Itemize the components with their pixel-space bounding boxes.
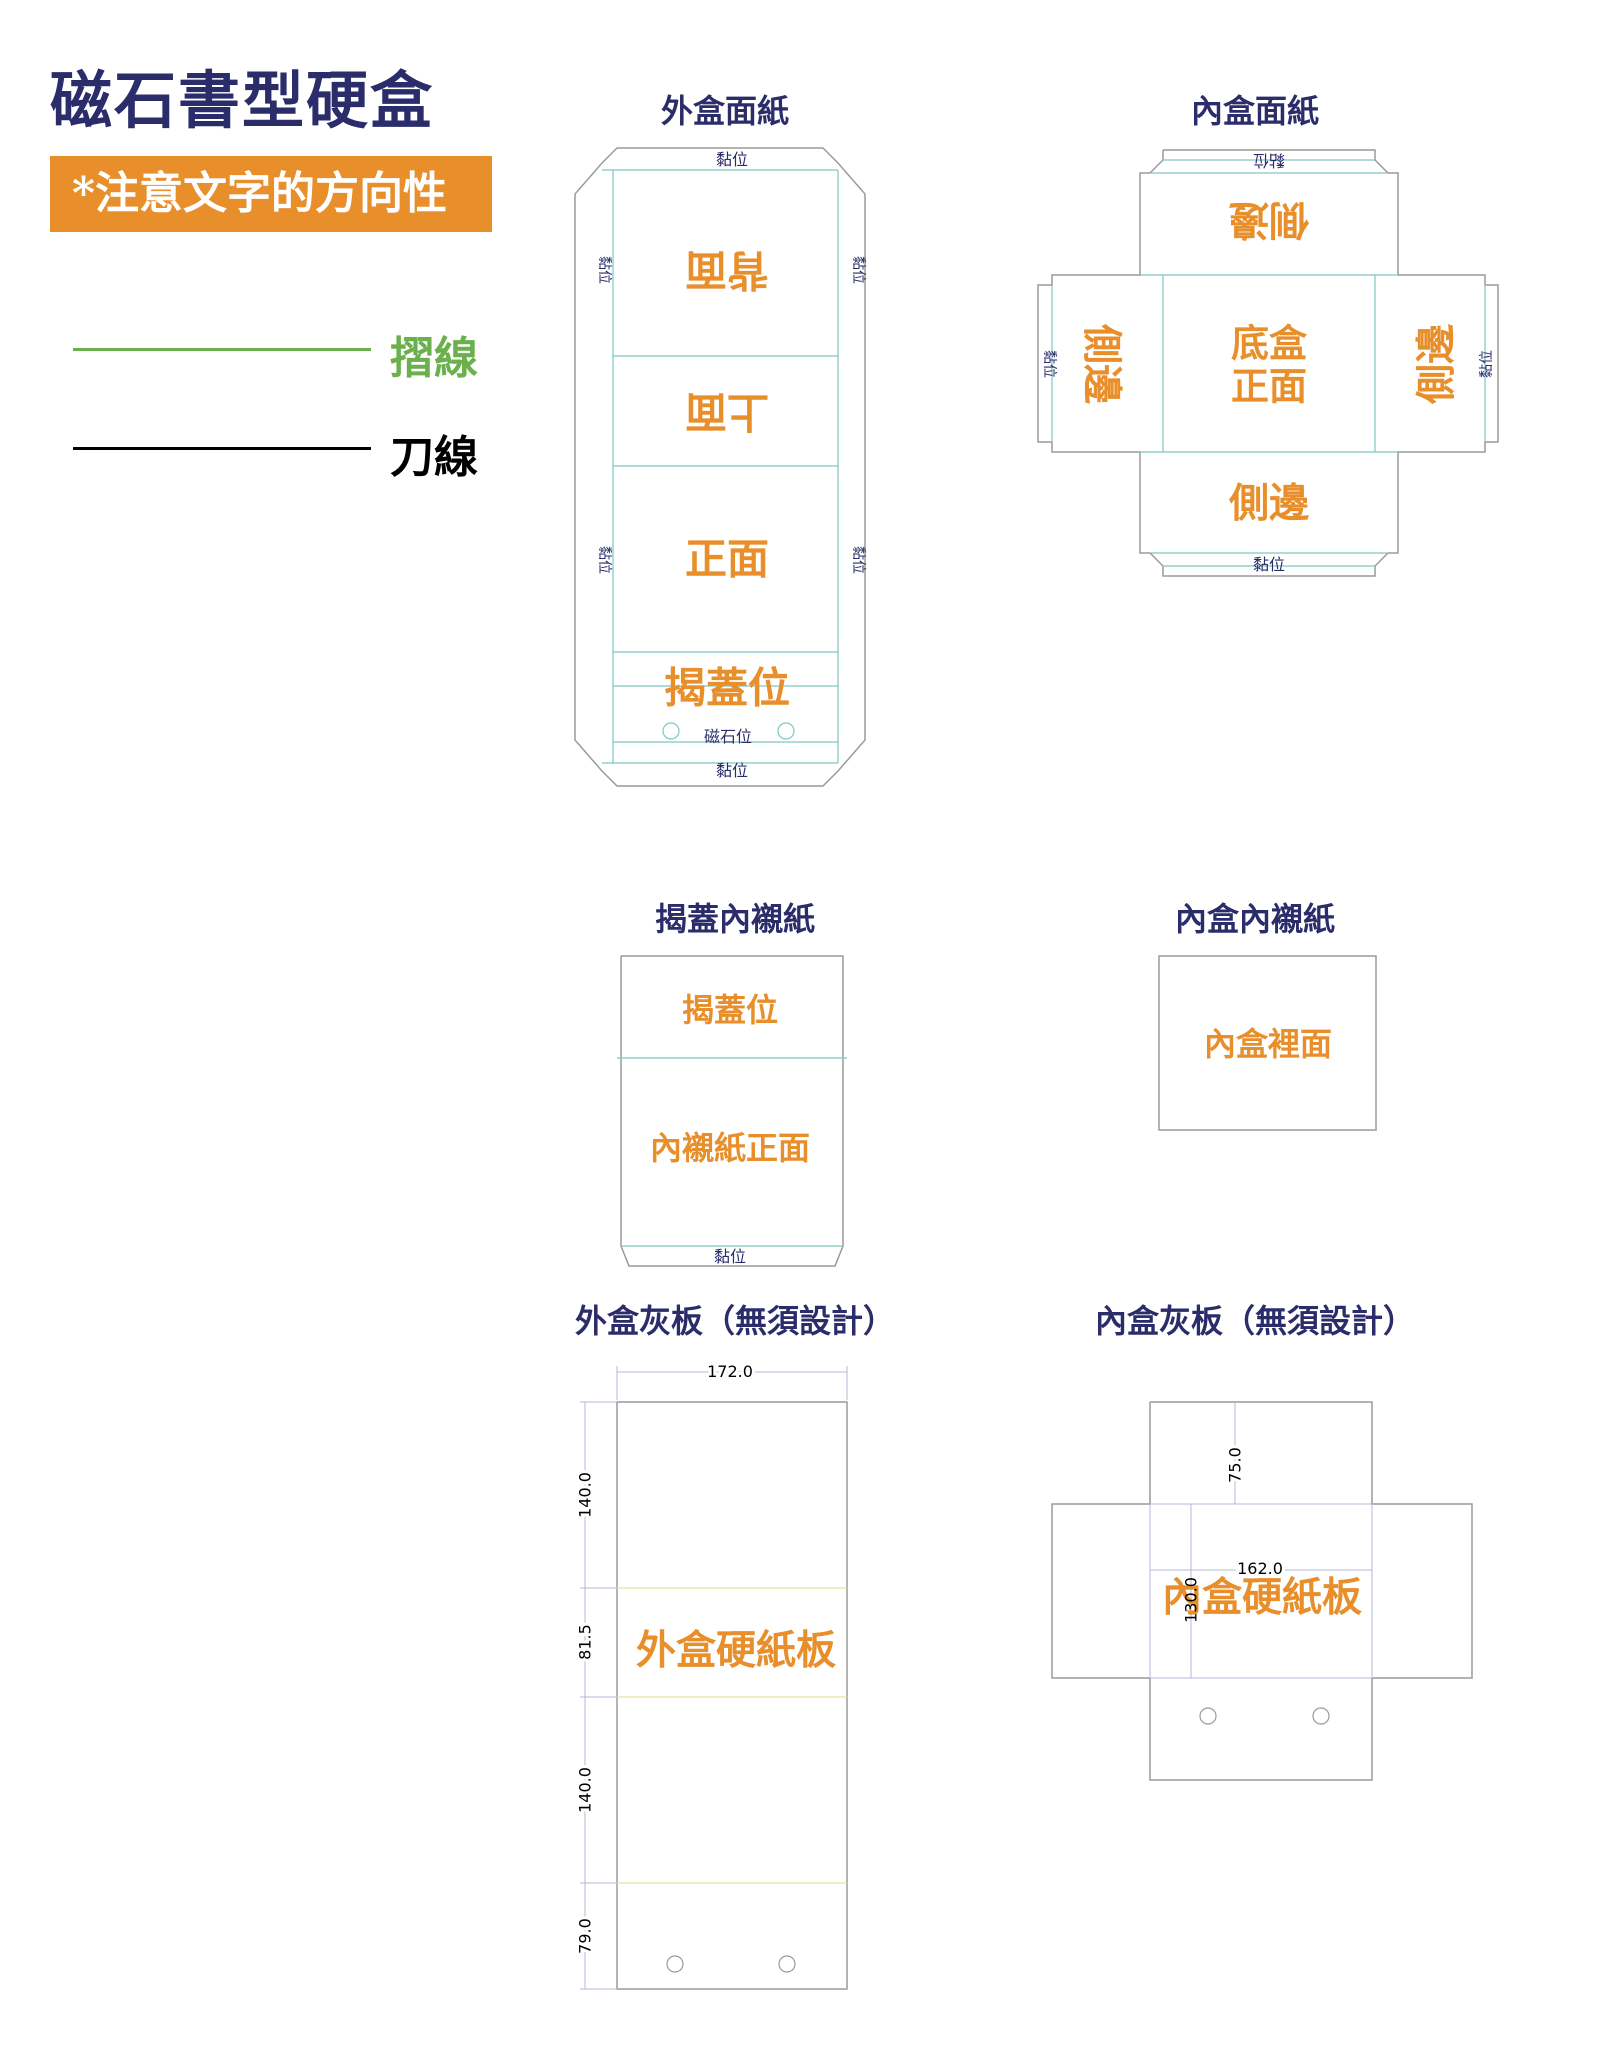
inner-bottom-glue-label: 黏位: [1253, 555, 1285, 574]
outer-board-heading: 外盒灰板（無須設計）: [574, 1302, 895, 1340]
outer-board-outline: [616, 1401, 848, 1990]
inner-base-label-line1: 底盒: [1231, 321, 1308, 366]
outer-board-width-dim: 172.0: [707, 1362, 753, 1381]
inner-face-heading: 內盒面紙: [1190, 92, 1319, 130]
outer-left-glue-label-upper: 黏位: [596, 256, 612, 284]
direction-note-badge: *注意文字的方向性: [50, 156, 492, 232]
outer-board-magnet-hole-right: [778, 1955, 796, 1973]
inner-board-height-dim: 130.0: [1182, 1577, 1201, 1623]
outer-magnet-label: 磁石位: [704, 727, 752, 746]
inner-lining-inside-label: 內盒裡面: [1204, 1025, 1332, 1063]
fold-line-legend-swatch: [73, 348, 371, 351]
inner-board-top-dim: 75.0: [1226, 1447, 1245, 1483]
outer-flap-panel-label: 揭蓋位: [664, 664, 790, 713]
inner-side-right-label: 側邊: [1413, 323, 1460, 405]
inner-lining-heading: 內盒內襯紙: [1174, 900, 1335, 938]
inner-face-dieline: [1037, 149, 1499, 577]
inner-side-top-label: 側邊: [1228, 197, 1310, 244]
outer-board-magnet-hole-left: [666, 1955, 684, 1973]
outer-right-glue-label-upper: 黏位: [850, 256, 866, 284]
outer-board-dim-back: 140.0: [576, 1472, 595, 1518]
inner-face-cut-outline: [1037, 149, 1499, 577]
outer-back-panel-label: 背面: [685, 246, 769, 295]
magnet-hole-right: [777, 722, 795, 740]
outer-top-panel-label: 上面: [685, 388, 769, 437]
cut-line-legend-label: 刀線: [390, 432, 478, 483]
outer-face-heading: 外盒面紙: [660, 92, 789, 130]
flap-lining-heading: 揭蓋內襯紙: [654, 900, 815, 938]
flap-lining-front-label: 內襯紙正面: [650, 1129, 810, 1167]
outer-bottom-glue-label: 黏位: [716, 761, 748, 780]
inner-lining-cut-outline: [1158, 955, 1377, 1131]
cut-line-legend-swatch: [73, 447, 371, 450]
fold-line-legend-label: 摺線: [390, 333, 478, 384]
outer-top-glue-label: 黏位: [716, 150, 748, 169]
inner-board-magnet-hole-right: [1312, 1707, 1330, 1725]
outer-board-drawing: [580, 1366, 848, 1990]
inner-top-glue-label: 黏位: [1253, 151, 1285, 170]
inner-board-width-dim: 162.0: [1237, 1559, 1283, 1578]
page-title: 磁石書型硬盒: [50, 64, 435, 137]
outer-board-dim-spine: 81.5: [576, 1624, 595, 1660]
inner-side-bottom-label: 側邊: [1228, 480, 1310, 527]
outer-board-dim-front: 140.0: [576, 1767, 595, 1813]
inner-left-glue-label: 黏位: [1041, 350, 1057, 378]
outer-face-cut-outline: [574, 147, 866, 787]
inner-right-glue-label: 黏位: [1479, 350, 1495, 378]
outer-left-glue-label-lower: 黏位: [596, 546, 612, 574]
flap-lining-glue-label: 黏位: [714, 1247, 746, 1266]
flap-lining-flap-label: 揭蓋位: [682, 991, 778, 1029]
inner-base-label-line2: 正面: [1231, 364, 1307, 409]
inner-board-magnet-hole-left: [1199, 1707, 1217, 1725]
inner-side-left-label: 側邊: [1079, 323, 1126, 405]
magnet-hole-left: [662, 722, 680, 740]
outer-board-dim-flap: 79.0: [576, 1918, 595, 1954]
flap-lining-dieline: [617, 955, 847, 1267]
inner-board-label: 內盒硬紙板: [1162, 1574, 1362, 1621]
outer-board-label: 外盒硬紙板: [636, 1627, 836, 1674]
outer-front-panel-label: 正面: [685, 535, 769, 584]
inner-board-drawing: [1051, 1401, 1473, 1781]
outer-right-glue-label-lower: 黏位: [850, 546, 866, 574]
outer-face-dieline: [574, 147, 866, 787]
inner-board-heading: 內盒灰板（無須設計）: [1094, 1302, 1415, 1340]
